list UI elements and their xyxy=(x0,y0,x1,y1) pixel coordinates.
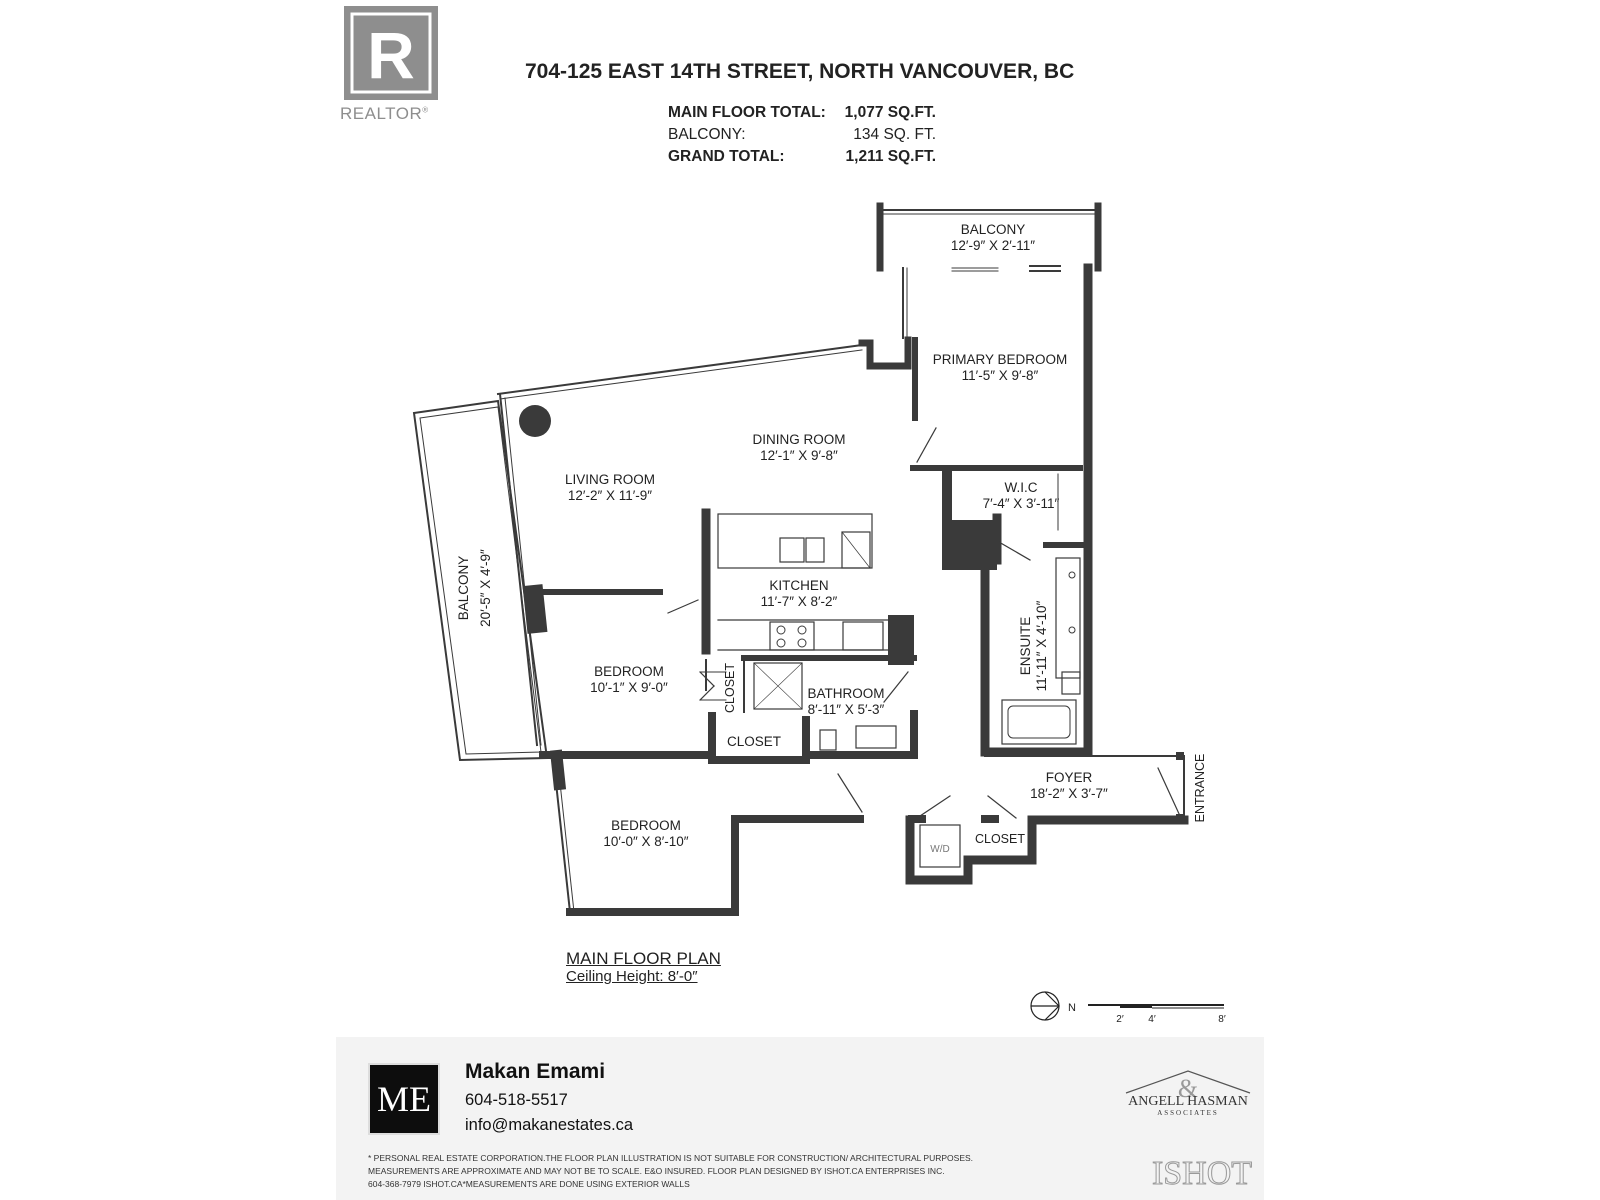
realtor-logo-text: REALTOR® xyxy=(340,104,429,123)
north-label: N xyxy=(1068,1002,1076,1014)
room-dims: 10′-0″ X 8′-10″ xyxy=(603,834,688,849)
agent-phone[interactable]: 604-518-5517 xyxy=(465,1091,568,1109)
ishot-text: ISHOT xyxy=(1152,1155,1252,1192)
balcony-top-outline xyxy=(876,202,1102,272)
room-label: BEDROOM xyxy=(611,818,681,833)
wall-pier xyxy=(549,749,567,791)
stair-block xyxy=(942,520,997,570)
brokerage-name: ANGELL HASMAN xyxy=(1128,1094,1248,1109)
brokerage-amp: & xyxy=(1178,1074,1198,1103)
room-label: LIVING ROOM xyxy=(565,472,655,487)
room-label: BATHROOM xyxy=(808,686,885,701)
door-swings xyxy=(667,427,1181,819)
total-value: 1,211 SQ.FT. xyxy=(845,148,936,165)
brokerage-logo: & ANGELL HASMAN ASSOCIATES xyxy=(1125,1070,1251,1117)
scale-tick-label: 4′ xyxy=(1148,1014,1156,1025)
brokerage-sub: ASSOCIATES xyxy=(1157,1109,1219,1117)
wall-pier xyxy=(522,584,548,634)
disclaimer-line: 604-368-7979 ISHOT.CA*MEASUREMENTS ARE D… xyxy=(368,1179,690,1189)
bathroom-walls xyxy=(741,655,918,759)
wall-pier xyxy=(1176,814,1184,822)
room-label: CLOSET xyxy=(723,663,737,713)
room-label: W.I.C xyxy=(1005,480,1038,495)
agent-logo-text: ME xyxy=(377,1079,431,1119)
room-dims: 7′-4″ X 3′-11″ xyxy=(983,496,1060,511)
room-label: KITCHEN xyxy=(769,578,828,593)
total-label: BALCONY: xyxy=(668,126,746,143)
agent-name: Makan Emami xyxy=(465,1060,606,1083)
foyer-walls xyxy=(566,755,1189,916)
agent-footer xyxy=(336,1037,1264,1200)
scale-tick-label: 8′ xyxy=(1218,1014,1226,1025)
ishot-logo: ISHOT xyxy=(1151,1155,1252,1193)
wall-pier xyxy=(888,615,914,665)
room-label: ENSUITE xyxy=(1018,617,1033,676)
property-address: 704-125 EAST 14TH STREET, NORTH VANCOUVE… xyxy=(525,60,1075,83)
room-label: PRIMARY BEDROOM xyxy=(933,352,1068,367)
room-label: CLOSET xyxy=(975,832,1025,846)
room-dims: 20′-5″ X 4′-9″ xyxy=(478,549,493,627)
wic-ensuite-walls xyxy=(949,473,1093,757)
room-label: BALCONY xyxy=(456,556,471,621)
total-label: MAIN FLOOR TOTAL: xyxy=(668,104,826,121)
room-label: DINING ROOM xyxy=(753,432,846,447)
room-dims: 12′-9″ X 2′-11″ xyxy=(951,238,1035,253)
primary-bedroom-walls xyxy=(902,263,1093,750)
realtor-logo: R xyxy=(344,6,438,100)
room-dims: 8′-11″ X 5′-3″ xyxy=(808,702,885,717)
scale-bar xyxy=(1088,1004,1224,1009)
room-dims: 11′-11″ X 4′-10″ xyxy=(1034,600,1049,691)
wall-pier xyxy=(1176,752,1184,760)
room-label: BALCONY xyxy=(961,222,1026,237)
north-arrow-icon xyxy=(1030,991,1060,1021)
agent-email[interactable]: info@makanestates.ca xyxy=(465,1116,634,1134)
entrance-label: ENTRANCE xyxy=(1193,754,1207,823)
room-label: BEDROOM xyxy=(594,664,664,679)
room-dims: 18′-2″ X 3′-7″ xyxy=(1030,786,1108,801)
total-value: 134 SQ. FT. xyxy=(853,126,936,143)
total-value: 1,077 SQ.FT. xyxy=(844,104,936,121)
room-label: W/D xyxy=(930,844,949,855)
disclaimer-line: MEASUREMENTS ARE APPROXIMATE AND MAY NOT… xyxy=(368,1166,945,1176)
room-dims: 10′-1″ X 9′-0″ xyxy=(590,680,668,695)
kitchen-fixtures xyxy=(717,513,891,651)
ceiling-height: Ceiling Height: 8′-0″ xyxy=(566,968,698,985)
closet-walls xyxy=(699,671,810,764)
plan-title: MAIN FLOOR PLAN xyxy=(566,949,721,968)
realtor-r-icon: R xyxy=(344,6,438,100)
bedroom-1-walls xyxy=(527,508,716,759)
realtor-letter: R xyxy=(367,18,415,92)
room-dims: 11′-5″ X 9′-8″ xyxy=(962,368,1039,383)
room-label: FOYER xyxy=(1046,770,1093,785)
dining-notch xyxy=(858,336,912,370)
total-label: GRAND TOTAL: xyxy=(668,148,785,165)
room-dims: 12′-2″ X 11′-9″ xyxy=(568,488,652,503)
column-marker xyxy=(519,405,551,437)
disclaimer-line: * PERSONAL REAL ESTATE CORPORATION.THE F… xyxy=(368,1153,974,1163)
scale-tick-label: 2′ xyxy=(1116,1014,1124,1025)
room-dims: 12′-1″ X 9′-8″ xyxy=(760,448,838,463)
room-label: CLOSET xyxy=(727,734,781,749)
agent-logo: ME xyxy=(368,1063,440,1135)
room-dims: 11′-7″ X 8′-2″ xyxy=(761,594,838,609)
